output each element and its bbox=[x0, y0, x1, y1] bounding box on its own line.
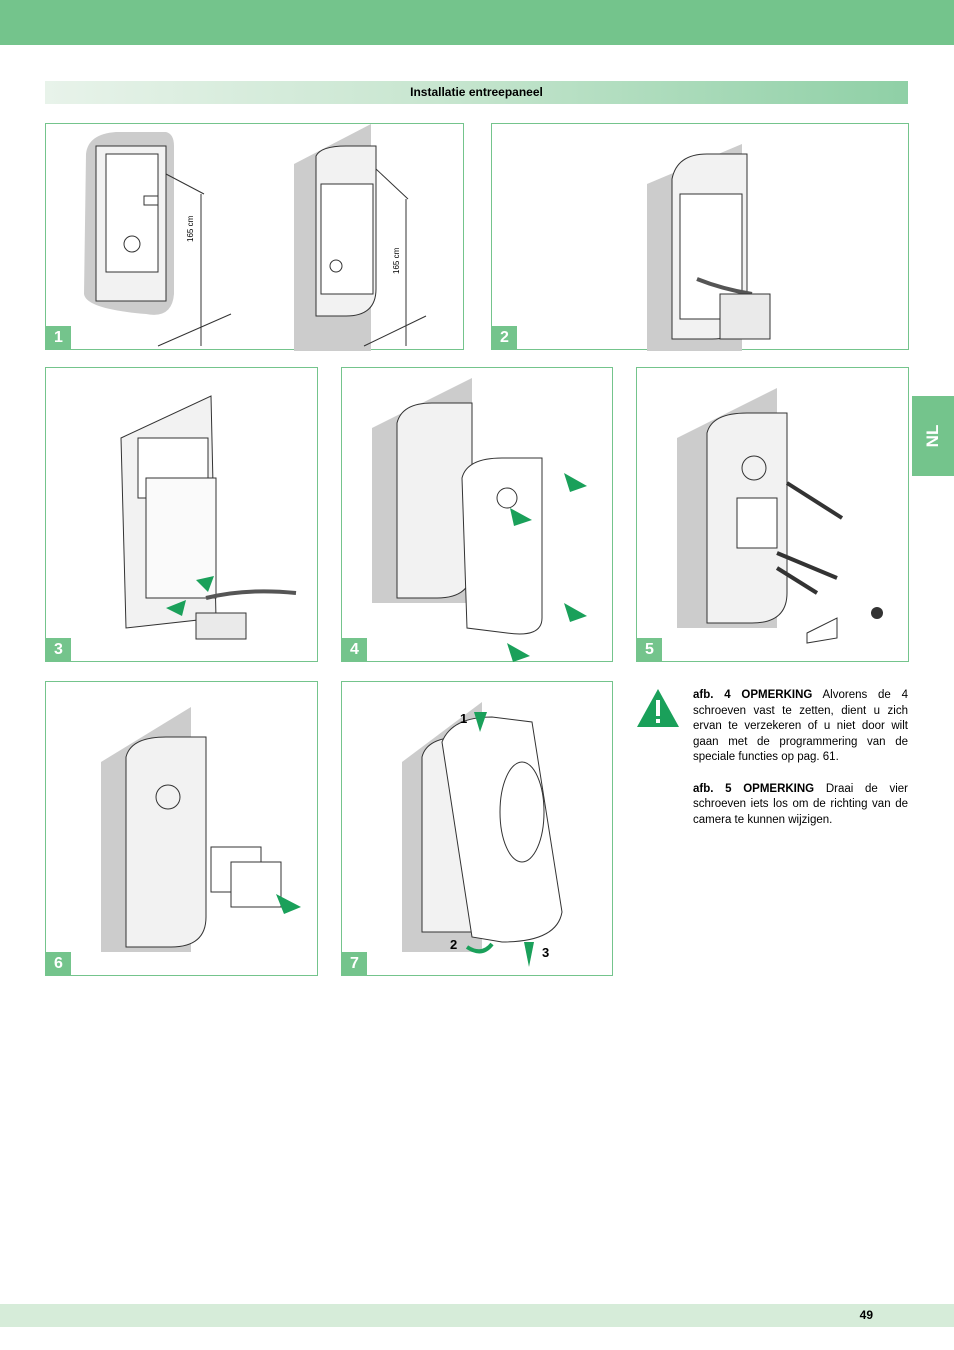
figure-2: 2 bbox=[491, 123, 909, 351]
figure-7-illustration bbox=[402, 702, 563, 967]
note-afb-5: afb. 5 OPMERKING Draai de vier schroeven… bbox=[693, 782, 908, 829]
figure-7: 1 2 3 7 bbox=[341, 681, 613, 976]
figure-1: 165 cm 165 cm 1 bbox=[45, 123, 464, 351]
figure-number-badge: 3 bbox=[46, 638, 71, 661]
language-tab: NL bbox=[912, 396, 954, 476]
figure-2-illustration bbox=[647, 144, 771, 351]
figure-number-badge: 4 bbox=[342, 638, 367, 661]
figure-number-badge: 5 bbox=[637, 638, 662, 661]
top-band bbox=[0, 0, 954, 45]
figure-1-illustration bbox=[84, 124, 427, 351]
step-label-1: 1 bbox=[460, 711, 468, 726]
note-body: Draai de vier schroeven iets los om de r… bbox=[693, 782, 908, 826]
figure-number-badge: 7 bbox=[342, 952, 367, 975]
page-number: 49 bbox=[859, 1308, 873, 1322]
warning-triangle-icon bbox=[637, 689, 679, 727]
language-tab-label: NL bbox=[923, 424, 942, 448]
figure-number-badge: 1 bbox=[46, 326, 71, 349]
figure-number-badge: 2 bbox=[492, 326, 517, 349]
figure-5: 5 bbox=[636, 367, 909, 662]
note-afb-4: afb. 4 OPMERKING Alvorens de 4 schroeven… bbox=[693, 688, 908, 766]
height-label-left: 165 cm bbox=[186, 215, 195, 242]
step-label-3: 3 bbox=[542, 945, 550, 960]
height-label-right: 165 cm bbox=[392, 247, 401, 274]
note-text: afb. 4 OPMERKING Alvorens de 4 schroeven… bbox=[693, 688, 908, 844]
footer-band: 49 bbox=[0, 1304, 954, 1327]
figure-5-illustration bbox=[677, 388, 883, 644]
figure-3-illustration bbox=[120, 395, 297, 640]
figure-6: 6 bbox=[45, 681, 318, 976]
figure-number-badge: 6 bbox=[46, 952, 71, 975]
section-title: Installatie entreepaneel bbox=[45, 81, 908, 104]
note-label: afb. 4 OPMERKING bbox=[693, 689, 813, 701]
note-body: Alvorens de 4 schroeven vast te zetten, … bbox=[693, 689, 909, 763]
figure-3: 3 bbox=[45, 367, 318, 662]
figure-6-illustration bbox=[101, 707, 301, 952]
figure-4: 4 bbox=[341, 367, 613, 662]
step-label-2: 2 bbox=[450, 937, 458, 952]
note-label: afb. 5 OPMERKING bbox=[693, 782, 815, 795]
figure-4-illustration bbox=[372, 378, 587, 662]
